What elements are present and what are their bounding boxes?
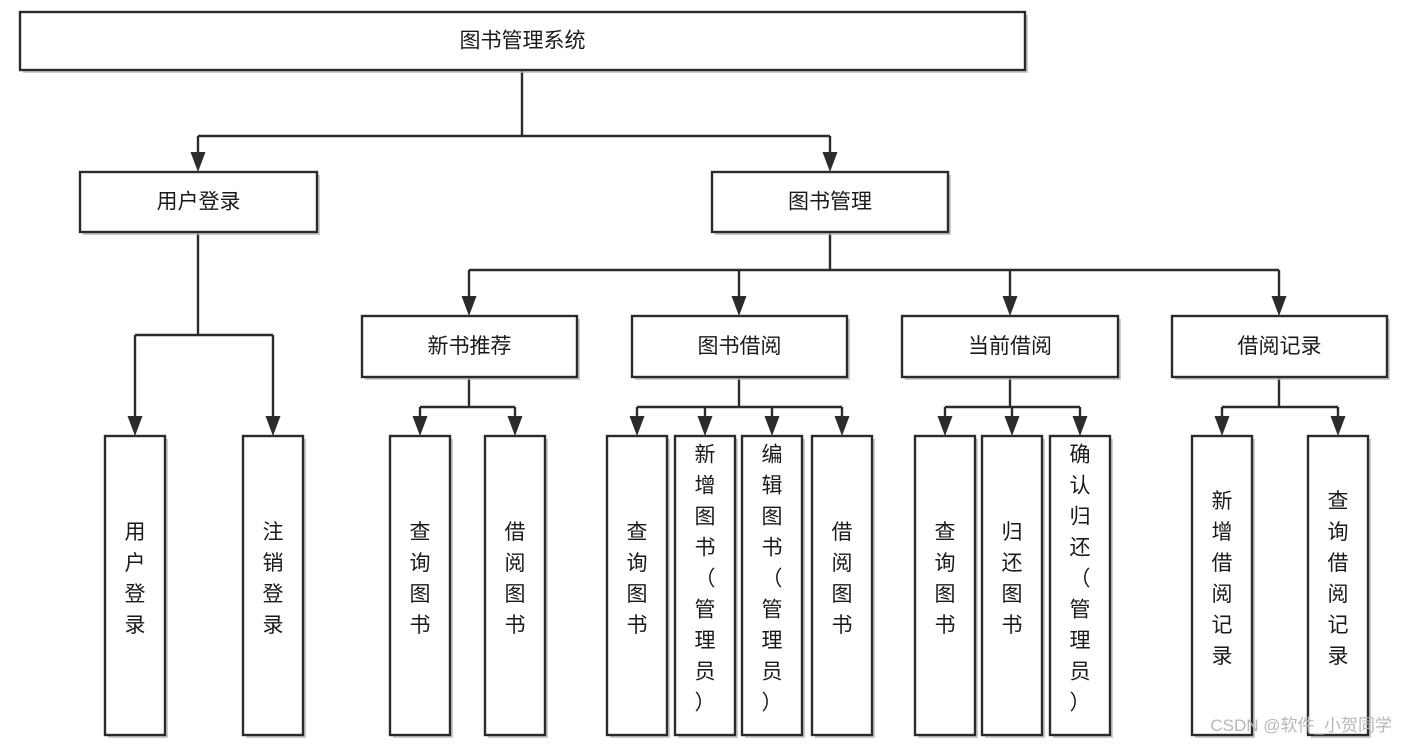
- node-current-borrow[interactable]: 当前借阅: [900, 314, 1121, 380]
- connector-book-borrow-to-leaves: [629, 377, 850, 436]
- node-box-leaf-logout[interactable]: [241, 434, 305, 737]
- node-box-leaf-add-book-admin[interactable]: [673, 434, 737, 737]
- node-label-leaf-user-login: 用户登录: [125, 521, 146, 637]
- node-leaf-query-book-borrow[interactable]: 查询图书: [605, 434, 670, 738]
- node-label-leaf-query-borrow-record: 查询借阅记录: [1328, 490, 1349, 668]
- node-new-book-recommend[interactable]: 新书推荐: [360, 314, 580, 380]
- connector-user-login-to-leaves: [127, 232, 281, 436]
- node-label-leaf-confirm-return-admin: 确认归还（管理员）: [1070, 444, 1091, 715]
- connector-new-book-recommend-to-leaves: [412, 377, 523, 436]
- node-label-leaf-borrow-book: 借阅图书: [832, 521, 853, 637]
- node-box-book-management[interactable]: [710, 170, 950, 234]
- node-leaf-query-borrow-record[interactable]: 查询借阅记录: [1306, 434, 1371, 738]
- node-leaf-edit-book-admin[interactable]: 编辑图书（管理员）: [740, 434, 805, 738]
- node-box-root[interactable]: [18, 10, 1027, 72]
- nodes-layer: 图书管理系统用户登录图书管理新书推荐图书借阅当前借阅借阅记录用户登录注销登录查询…: [18, 10, 1390, 738]
- node-box-leaf-query-book-current[interactable]: [913, 434, 977, 737]
- node-label-leaf-edit-book-admin: 编辑图书（管理员）: [762, 444, 783, 715]
- node-box-book-borrow[interactable]: [630, 314, 849, 379]
- node-root[interactable]: 图书管理系统: [18, 10, 1028, 73]
- node-leaf-query-book-recommend[interactable]: 查询图书: [388, 434, 453, 738]
- node-box-current-borrow[interactable]: [900, 314, 1120, 379]
- node-label-book-borrow: 图书借阅: [698, 335, 782, 358]
- connector-borrow-record-to-leaves: [1214, 377, 1346, 436]
- node-leaf-confirm-return-admin[interactable]: 确认归还（管理员）: [1048, 434, 1113, 738]
- node-label-leaf-return-book: 归还图书: [1002, 521, 1023, 637]
- node-user-login[interactable]: 用户登录: [78, 170, 320, 235]
- node-box-leaf-return-book[interactable]: [980, 434, 1044, 737]
- connector-book-management-to-level2: [461, 232, 1287, 316]
- node-label-leaf-add-borrow-record: 新增借阅记录: [1212, 490, 1233, 668]
- node-label-root: 图书管理系统: [460, 30, 586, 53]
- node-leaf-borrow-book[interactable]: 借阅图书: [810, 434, 875, 738]
- csdn-watermark: CSDN @软件_小贺同学: [1210, 716, 1392, 735]
- node-book-management[interactable]: 图书管理: [710, 170, 951, 235]
- node-leaf-return-book[interactable]: 归还图书: [980, 434, 1045, 738]
- connector-root-to-level1: [190, 70, 838, 172]
- node-box-leaf-query-book-recommend[interactable]: [388, 434, 452, 737]
- node-box-leaf-borrow-book-recommend[interactable]: [483, 434, 547, 737]
- node-label-leaf-query-book-borrow: 查询图书: [627, 521, 648, 637]
- node-leaf-user-login[interactable]: 用户登录: [103, 434, 168, 738]
- node-box-leaf-add-borrow-record[interactable]: [1190, 434, 1254, 737]
- node-box-leaf-borrow-book[interactable]: [810, 434, 874, 737]
- node-leaf-logout[interactable]: 注销登录: [241, 434, 306, 738]
- node-box-leaf-user-login[interactable]: [103, 434, 167, 737]
- watermark-layer: CSDN @软件_小贺同学: [1210, 716, 1392, 735]
- node-label-leaf-borrow-book-recommend: 借阅图书: [505, 521, 526, 637]
- node-borrow-record[interactable]: 借阅记录: [1170, 314, 1390, 380]
- node-box-leaf-query-book-borrow[interactable]: [605, 434, 669, 737]
- node-box-leaf-confirm-return-admin[interactable]: [1048, 434, 1112, 737]
- node-box-leaf-query-borrow-record[interactable]: [1306, 434, 1370, 737]
- connector-current-borrow-to-leaves: [937, 377, 1088, 436]
- node-box-borrow-record[interactable]: [1170, 314, 1389, 379]
- node-box-leaf-edit-book-admin[interactable]: [740, 434, 804, 737]
- node-leaf-add-book-admin[interactable]: 新增图书（管理员）: [673, 434, 738, 738]
- node-label-current-borrow: 当前借阅: [968, 335, 1052, 358]
- node-box-new-book-recommend[interactable]: [360, 314, 579, 379]
- node-book-borrow[interactable]: 图书借阅: [630, 314, 850, 380]
- node-label-new-book-recommend: 新书推荐: [428, 335, 512, 358]
- node-label-borrow-record: 借阅记录: [1238, 335, 1322, 358]
- node-label-leaf-query-book-current: 查询图书: [935, 521, 956, 637]
- node-label-leaf-query-book-recommend: 查询图书: [410, 521, 431, 637]
- node-leaf-query-book-current[interactable]: 查询图书: [913, 434, 978, 738]
- node-label-leaf-add-book-admin: 新增图书（管理员）: [695, 444, 716, 715]
- node-leaf-borrow-book-recommend[interactable]: 借阅图书: [483, 434, 548, 738]
- connectors-layer: [127, 70, 1346, 436]
- node-label-book-management: 图书管理: [788, 191, 872, 214]
- node-leaf-add-borrow-record[interactable]: 新增借阅记录: [1190, 434, 1255, 738]
- node-label-user-login: 用户登录: [157, 191, 241, 214]
- node-box-user-login[interactable]: [78, 170, 319, 234]
- node-label-leaf-logout: 注销登录: [263, 521, 284, 637]
